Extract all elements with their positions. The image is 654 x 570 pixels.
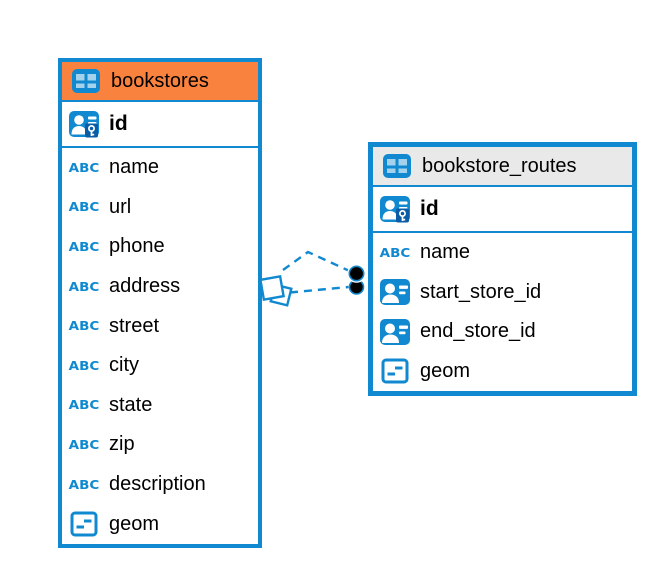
text-type-icon: ABC [68, 199, 100, 215]
column-row-id[interactable]: id [373, 187, 632, 233]
text-type-icon: ABC [68, 358, 100, 374]
column-name: phone [109, 235, 165, 258]
column-row[interactable]: start_store_id [373, 273, 632, 313]
column-name: end_store_id [420, 320, 536, 343]
table-icon [68, 68, 104, 94]
text-type-icon: ABC [68, 160, 100, 176]
entity-bookstores[interactable]: bookstores id ABC name ABC url [58, 58, 262, 548]
column-row[interactable]: ABC state [62, 386, 258, 426]
column-name: state [109, 393, 153, 416]
entity-header-bookstore-routes[interactable]: bookstore_routes [373, 147, 632, 187]
column-row[interactable]: geom [62, 504, 258, 544]
entity-title: bookstores [111, 69, 209, 92]
column-row-id[interactable]: id [62, 102, 258, 148]
geometry-type-icon [377, 358, 413, 384]
relationship-line[interactable] [289, 285, 349, 294]
text-type-icon: ABC [379, 245, 411, 261]
column-row[interactable]: geom [373, 352, 632, 392]
entity-title: bookstore_routes [422, 154, 577, 177]
text-type-icon: ABC [68, 476, 100, 493]
column-row[interactable]: ABC description [62, 465, 258, 505]
column-row[interactable]: ABC address [62, 267, 258, 307]
column-name: id [109, 112, 128, 135]
column-list: ABC name start_store_id [373, 233, 632, 391]
column-name: description [109, 473, 206, 496]
column-row[interactable]: end_store_id [373, 312, 632, 352]
column-name: geom [109, 512, 160, 535]
table-icon [379, 153, 415, 179]
column-name: address [109, 275, 181, 298]
primary-key-icon [377, 195, 413, 223]
entity-bookstore-routes[interactable]: bookstore_routes id ABC name [368, 142, 637, 396]
column-name: geom [420, 359, 471, 382]
column-list: ABC name ABC url ABC phone ABC address A… [62, 148, 258, 544]
dot-end-markers[interactable] [347, 264, 366, 295]
diamond-end-marker[interactable] [259, 275, 293, 307]
column-name: city [109, 354, 139, 377]
column-name: name [420, 241, 471, 264]
column-name: name [109, 156, 160, 179]
column-row[interactable]: ABC zip [62, 425, 258, 465]
reference-type-icon [377, 278, 413, 306]
column-row[interactable]: ABC name [373, 233, 632, 273]
column-row[interactable]: ABC city [62, 346, 258, 386]
column-name: street [109, 314, 160, 337]
text-type-icon: ABC [68, 239, 100, 255]
primary-key-icon [66, 110, 102, 138]
reference-type-icon [377, 318, 413, 346]
text-type-icon: ABC [68, 397, 100, 413]
text-type-icon: ABC [68, 437, 100, 453]
column-row[interactable]: ABC url [62, 188, 258, 228]
column-row[interactable]: ABC name [62, 148, 258, 188]
geometry-type-icon [66, 511, 102, 537]
column-name: id [420, 197, 439, 220]
entity-header-bookstores[interactable]: bookstores [62, 62, 258, 102]
text-type-icon: ABC [68, 278, 100, 295]
column-row[interactable]: ABC street [62, 306, 258, 346]
text-type-icon: ABC [68, 318, 100, 334]
column-name: start_store_id [420, 280, 542, 303]
column-row[interactable]: ABC phone [62, 227, 258, 267]
column-name: zip [109, 433, 135, 456]
relationship-line[interactable] [282, 250, 350, 273]
column-name: url [109, 195, 132, 218]
